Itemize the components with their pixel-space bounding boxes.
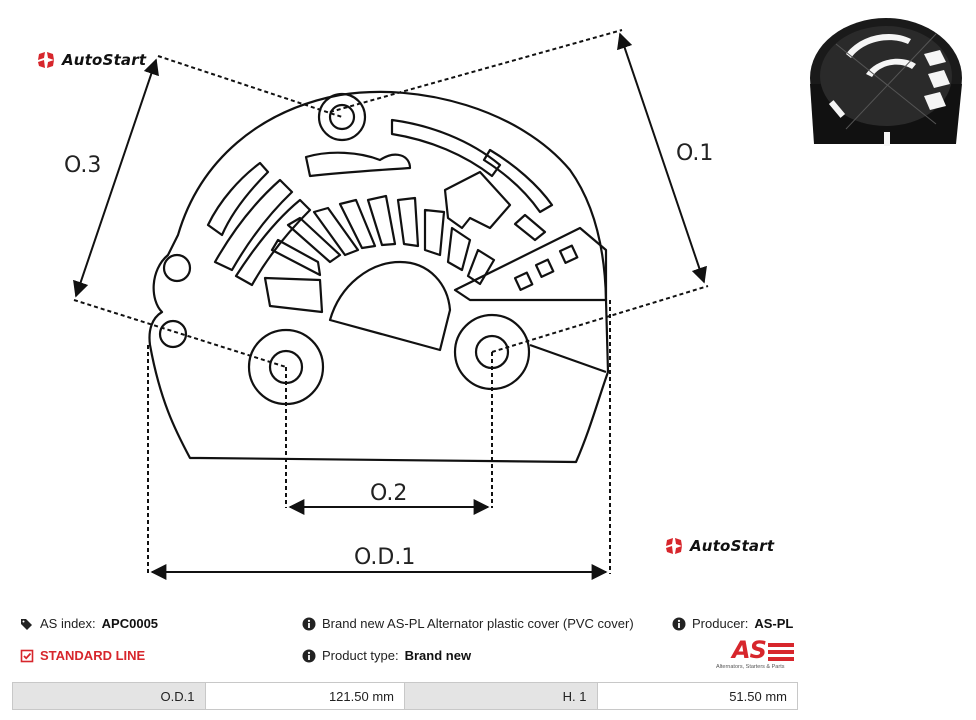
o2-label: O.2 (370, 481, 407, 506)
product-info: AS index: APC0005 STANDARD LINE Brand ne… (0, 610, 976, 720)
autostart-logo-bottom: AutoStart (664, 536, 774, 556)
o3-ext-top (157, 55, 343, 118)
autostart-mark-icon (38, 52, 54, 68)
slot-left-b (213, 178, 294, 272)
tags-icon (21, 618, 32, 630)
producer-label: Producer: (692, 616, 749, 631)
terminal-sq-1 (513, 271, 534, 291)
description-text: Brand new AS-PL Alternator plastic cover… (322, 616, 634, 631)
slot-top-left (304, 151, 412, 178)
o1-ext-top (329, 29, 623, 113)
description-row: Brand new AS-PL Alternator plastic cover… (302, 616, 634, 631)
autostart-mark-icon (666, 538, 682, 554)
producer-logo-text: AS (732, 636, 767, 664)
producer-logo: AS Alternators, Starters & Parts (716, 636, 800, 672)
slot-left-c (234, 198, 312, 287)
info-icon (672, 617, 686, 630)
o1-label: O.1 (676, 141, 713, 166)
info-icon (302, 649, 316, 662)
spec-value-od1: 121.50 mm (205, 683, 405, 709)
product-type-row: Product type: Brand new (302, 648, 471, 663)
autostart-logo-top: AutoStart (36, 50, 146, 70)
slot-left-a (206, 161, 270, 237)
product-type-value: Brand new (404, 648, 472, 663)
o1-ext-bottom (491, 285, 709, 353)
center-window (328, 260, 452, 352)
cover-outline (148, 90, 610, 464)
o3-arrow (73, 58, 159, 298)
producer-value: AS-PL (754, 616, 794, 631)
terminal-sq-3 (558, 244, 579, 264)
standard-line-badge: STANDARD LINE (40, 648, 146, 663)
slot-right-b (513, 213, 547, 242)
slot-right-a (482, 148, 554, 214)
bump-upper (162, 253, 192, 283)
spec-table: O.D.1 121.50 mm H. 1 51.50 mm (12, 682, 798, 710)
o3-ext-bottom (73, 299, 287, 368)
autostart-text-bottom: AutoStart (690, 537, 775, 555)
spec-label-od1: O.D.1 (13, 683, 206, 709)
bracket (443, 170, 512, 230)
check-square-icon (20, 649, 34, 662)
slot-top-right (390, 118, 502, 178)
as-index-row: AS index: APC0005 (20, 616, 158, 631)
o3-label: O.3 (64, 153, 101, 178)
as-index-label: AS index: (40, 616, 96, 631)
bump-lower (158, 319, 188, 349)
as-index-value: APC0005 (101, 616, 159, 631)
od1-label: O.D.1 (354, 545, 415, 570)
producer-tagline: Alternators, Starters & Parts (716, 664, 785, 670)
o1-arrow (617, 32, 707, 284)
panel-lower-line (529, 343, 607, 374)
producer-logo-stripes-icon (768, 643, 794, 661)
spec-label-h1: H. 1 (405, 683, 598, 709)
info-icon (302, 617, 316, 630)
top-boss-inner (328, 103, 356, 131)
producer-row: Producer: AS-PL (672, 616, 793, 631)
terminal-panel (453, 226, 608, 302)
terminal-sq-2 (534, 258, 555, 278)
product-photo (810, 18, 962, 146)
fins (263, 194, 496, 314)
spec-value-h1: 51.50 mm (597, 683, 797, 709)
technical-drawing: O.1 O.3 O.2 O.D.1 (64, 29, 713, 580)
line-row: STANDARD LINE (20, 648, 145, 663)
product-type-label: Product type: (322, 648, 399, 663)
top-boss-outer (317, 92, 367, 142)
autostart-text-top: AutoStart (62, 51, 147, 69)
